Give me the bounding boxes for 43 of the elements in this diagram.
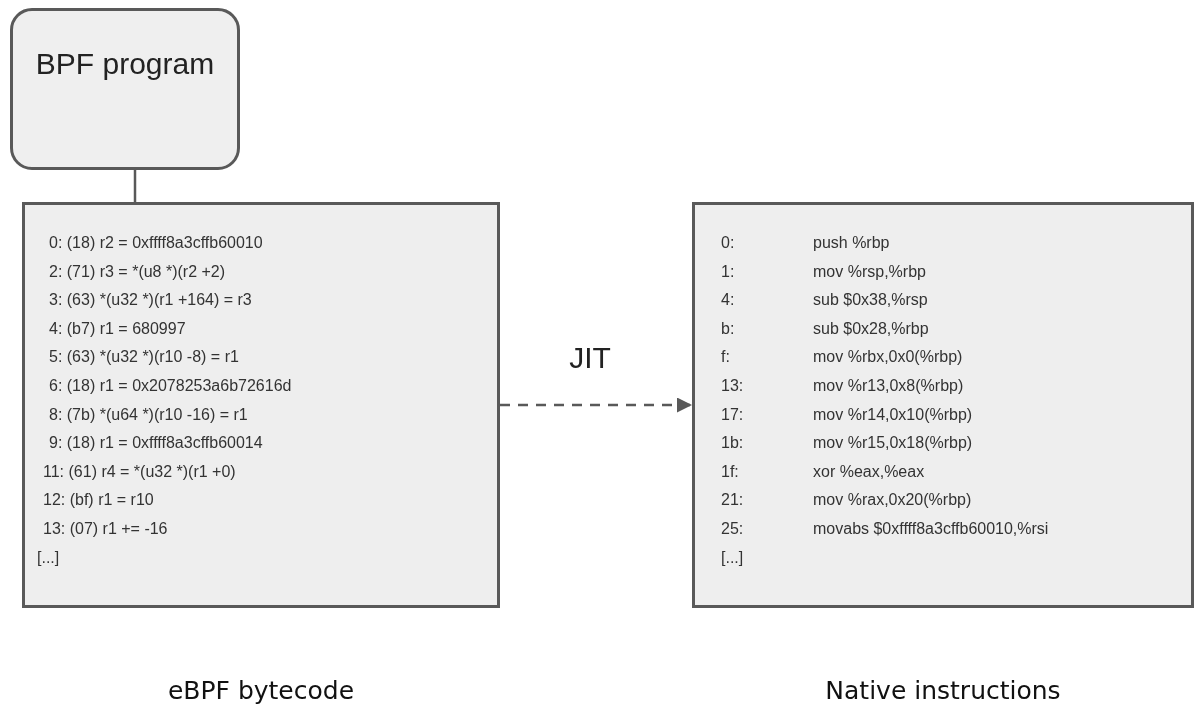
instruction-text: movabs $0xffff8a3cffb60010,%rsi (813, 518, 1049, 539)
instruction-text: sub $0x28,%rbp (813, 318, 929, 339)
panel-caption: Native instructions (825, 678, 1061, 703)
code-line: 8: (7b) *(u64 *)(r10 -16) = r1 (48, 404, 249, 425)
instruction-text: mov %r15,0x18(%rbp) (813, 433, 973, 454)
address-label: 21: (721, 490, 744, 511)
address-label: 17: (721, 404, 744, 425)
code-line: 12: (bf) r1 = r10 (42, 490, 155, 511)
code-line: 0: (18) r2 = 0xffff8a3cffb60010 (48, 233, 264, 253)
address-label: 0: (721, 233, 735, 253)
address-label: 13: (721, 375, 744, 396)
instruction-text: sub $0x38,%rsp (813, 290, 928, 311)
address-label: 25: (721, 518, 744, 539)
code-line: 3: (63) *(u32 *)(r1 +164) = r3 (48, 290, 253, 311)
code-line: 4: (b7) r1 = 680997 (48, 318, 187, 339)
address-label: b: (721, 318, 735, 339)
instruction-text: xor %eax,%eax (813, 461, 925, 482)
code-line: [...] (37, 547, 61, 568)
address-label: 1: (721, 261, 735, 282)
address-label: f: (721, 347, 730, 368)
instruction-text: mov %r14,0x10(%rbp) (813, 404, 973, 425)
dashed-arrow (500, 397, 692, 413)
instruction-text: mov %rbx,0x0(%rbp) (813, 347, 963, 368)
code-line: 13: (07) r1 += -16 (42, 518, 169, 539)
code-line: 9: (18) r1 = 0xffff8a3cffb60014 (48, 433, 264, 454)
instruction-text: push %rbp (813, 233, 890, 253)
code-line: 2: (71) r3 = *(u8 *)(r2 +2) (48, 261, 227, 282)
address-label: 4: (721, 290, 735, 311)
address-label: 1f: (721, 461, 739, 482)
code-line: 11: (61) r4 = *(u32 *)(r1 +0) (42, 461, 237, 482)
code-line: 6: (18) r1 = 0x2078253a6b72616d (48, 375, 293, 396)
code-panel (692, 202, 1194, 608)
address-label: [...] (721, 547, 744, 568)
code-panel (22, 202, 500, 608)
box-title: BPF program (35, 49, 215, 79)
panel-caption: eBPF bytecode (167, 678, 355, 703)
instruction-text: mov %r13,0x8(%rbp) (813, 375, 964, 396)
rounded-box (10, 8, 240, 170)
instruction-text: mov %rsp,%rbp (813, 261, 926, 282)
instruction-text: mov %rax,0x20(%rbp) (813, 490, 972, 511)
connector-line (133, 170, 137, 202)
code-line: 5: (63) *(u32 *)(r10 -8) = r1 (48, 347, 240, 368)
address-label: 1b: (721, 433, 744, 454)
